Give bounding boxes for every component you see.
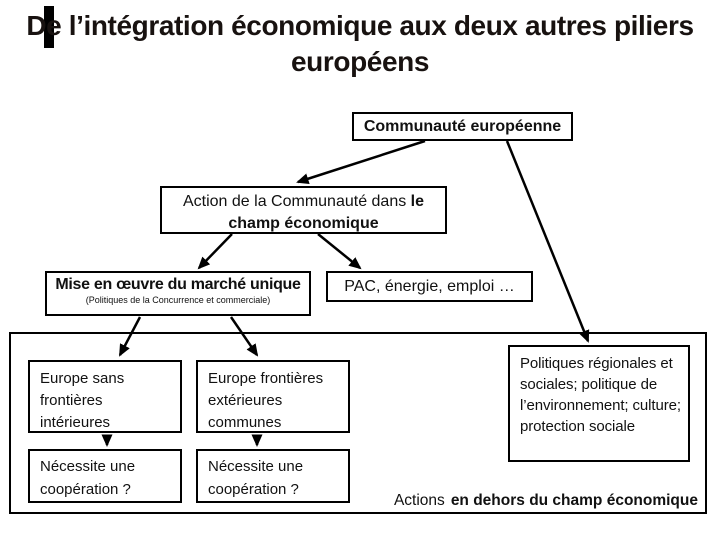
arrow-communaute-to-action (296, 139, 426, 185)
outer-frame-hors-champ-economique (9, 332, 707, 514)
box-politiques-regionales: Politiques régionales et sociales; polit… (508, 345, 690, 462)
arrow-action-to-marche (197, 233, 233, 270)
marche-unique-label: Mise en œuvre du marché unique (55, 276, 301, 293)
box-action-communaute: Action de la Communauté dans le champ éc… (160, 186, 447, 234)
communaute-label: Communauté européenne (363, 117, 562, 135)
actions-caption-regular: Actions (393, 492, 445, 509)
arrow-communaute-to-politiques (505, 140, 590, 343)
action-label-regular: Action de la Communauté dans (182, 193, 411, 210)
europe-frontieres-exterieures-label: Europe frontières extérieures communes (208, 370, 324, 431)
action-label-bold: le champ économique (228, 193, 425, 233)
arrow-action-to-pac (317, 233, 362, 270)
actions-caption-bold: en dehors du champ économique (450, 492, 698, 509)
title-accent-bar (44, 6, 54, 48)
box-europe-sans-frontieres: Europe sans frontières intérieures (28, 360, 182, 433)
pac-label: PAC, énergie, emploi … (344, 277, 515, 295)
politiques-regionales-label: Politiques régionales et sociales; polit… (520, 355, 681, 435)
box-marche-unique: Mise en œuvre du marché unique (Politiqu… (45, 271, 311, 316)
box-europe-frontieres-exterieures: Europe frontières extérieures communes (196, 360, 350, 433)
cooperation-left-label: Nécessite une coopération ? (40, 458, 136, 498)
box-cooperation-left: Nécessite une coopération ? (28, 449, 182, 503)
slide-title: De l’intégration économique aux deux aut… (26, 10, 694, 77)
cooperation-right-label: Nécessite une coopération ? (208, 458, 304, 498)
europe-sans-frontieres-label: Europe sans frontières intérieures (40, 370, 125, 431)
box-cooperation-right: Nécessite une coopération ? (196, 449, 350, 503)
actions-hors-champ-caption: Actions en dehors du champ économique (394, 492, 698, 510)
marche-unique-subtitle: (Politiques de la Concurrence et commerc… (85, 295, 271, 305)
box-pac-energie-emploi: PAC, énergie, emploi … (326, 271, 533, 302)
box-communaute-europeenne: Communauté européenne (352, 112, 573, 141)
